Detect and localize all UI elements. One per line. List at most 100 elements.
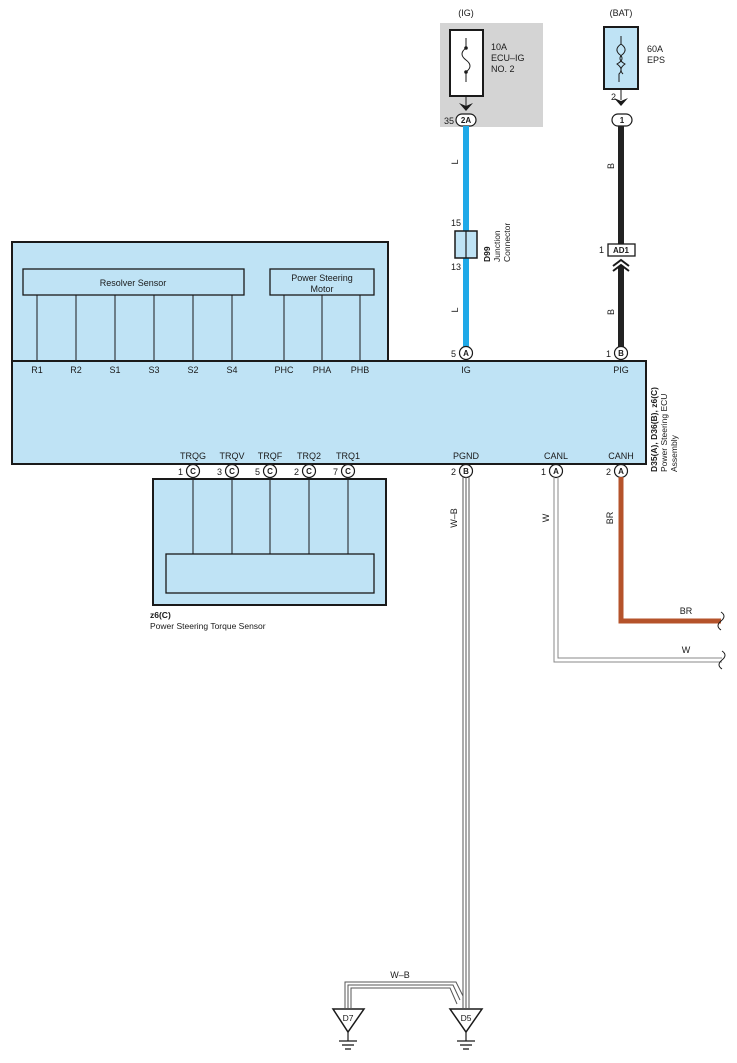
wire-br-break-icon <box>717 611 725 631</box>
pin-trq2-connector <box>301 463 317 479</box>
pin-pgnd-connector-label: B <box>463 467 469 476</box>
pin-trqg: TRQG <box>180 451 206 461</box>
pin-trqg-number: 1 <box>178 467 183 477</box>
pin-trq2-number: 2 <box>294 467 299 477</box>
junction-pin-top: 15 <box>451 218 461 228</box>
pin-pig: PIG <box>613 365 629 375</box>
ground-d7-label: D7 <box>343 1013 354 1023</box>
steering-motor-label-2: Motor <box>310 284 333 294</box>
pin-trqf-connector-label: C <box>267 467 273 476</box>
fuse-ig-source: (IG) <box>458 8 474 18</box>
ecu-internal-leads <box>36 295 361 362</box>
wire-label-w-out: W <box>682 645 691 655</box>
fuse-ig-name-1: ECU–IG <box>491 53 525 63</box>
fuse-bat-rating: 60A <box>647 44 663 54</box>
fuse-bat-name: EPS <box>647 55 665 65</box>
wire-label-w: W <box>541 513 551 522</box>
pin-trq1-connector-label: C <box>345 467 351 476</box>
fuse-ig-rating: 10A <box>491 42 507 52</box>
resolver-sensor-label: Resolver Sensor <box>100 278 167 288</box>
fuse-ig-block: (IG) 10A ECU–IG NO. 2 35 2A <box>440 8 543 127</box>
wire-label-l-upper: L <box>450 159 460 164</box>
pin-s1: S1 <box>109 365 120 375</box>
fuse-ig-symbol-icon <box>461 38 471 82</box>
pin-ig-connector <box>458 345 474 361</box>
pin-trqv: TRQV <box>219 451 244 461</box>
fuse-bat-pin: 2 <box>611 92 616 102</box>
pin-trqg-connector <box>185 463 201 479</box>
ecu-bottom-pins: TRQG TRQV TRQF TRQ2 TRQ1 PGND CANL CANH <box>180 451 634 461</box>
pin-s4: S4 <box>226 365 237 375</box>
pin-pha: PHA <box>313 365 332 375</box>
steering-motor-label-1: Power Steering <box>291 273 353 283</box>
pin-canl-connector <box>548 463 564 479</box>
pin-trq2-connector-label: C <box>306 467 312 476</box>
ecu-upper-section <box>11 241 389 363</box>
pin-pig-number: 1 <box>606 349 611 359</box>
ecu-title-1: Power Steering ECU <box>659 394 669 472</box>
torque-sensor-leads <box>192 478 349 554</box>
fuse-bat-block: (BAT) 60A EPS 2 1 <box>603 8 665 127</box>
ad1-arrow-icon <box>612 258 630 272</box>
pin-trq1-connector <box>340 463 356 479</box>
wire-wb-ground-link <box>344 981 464 1008</box>
torque-sensor-element <box>165 553 375 594</box>
pin-trqf: TRQF <box>258 451 283 461</box>
pin-canh-number: 2 <box>606 467 611 477</box>
connector-2a-label: 2A <box>461 116 471 125</box>
pin-trq2: TRQ2 <box>297 451 321 461</box>
pin-canh-connector-label: A <box>618 467 624 476</box>
pin-pgnd: PGND <box>453 451 480 461</box>
fuse-bat-connector-arrow-icon <box>614 98 628 106</box>
resolver-sensor-box <box>22 268 245 296</box>
ground-d5: D5 <box>448 1008 484 1050</box>
wire-wb-pgnd <box>462 477 470 1008</box>
ecu-top-pins: R1 R2 S1 S3 S2 S4 PHC PHA PHB IG PIG <box>31 365 629 375</box>
wire-label-b-upper: B <box>606 163 616 169</box>
fuse-ig-pin: 35 <box>444 116 454 126</box>
fuse-bat-source: (BAT) <box>610 8 633 18</box>
fuse-ig-connector-arrow-icon <box>459 103 473 111</box>
pin-trqv-connector-label: C <box>229 467 235 476</box>
ground-d7: D7 <box>331 1008 366 1050</box>
pin-phc: PHC <box>274 365 294 375</box>
pin-ig-connector-label: A <box>463 349 469 358</box>
pin-pig-connector <box>613 345 629 361</box>
ground-d5-triangle-icon <box>448 1008 484 1034</box>
pin-ig-number: 5 <box>451 349 456 359</box>
torque-sensor-id: z6(C) <box>150 610 171 620</box>
pin-trqf-connector <box>262 463 278 479</box>
pin-trq1-number: 7 <box>333 467 338 477</box>
junction-name-2: Connector <box>502 223 512 262</box>
pin-trqg-connector-label: C <box>190 467 196 476</box>
wire-br-canh <box>618 477 721 624</box>
ecu-main-body <box>11 360 647 465</box>
junction-name-1: Junction <box>492 230 502 262</box>
ad1-pin: 1 <box>599 245 604 255</box>
wire-label-l-lower: L <box>450 307 460 312</box>
pin-trqv-connector <box>224 463 240 479</box>
pin-r1: R1 <box>31 365 43 375</box>
pin-canl-connector-label: A <box>553 467 559 476</box>
pin-canl-number: 1 <box>541 467 546 477</box>
pin-phb: PHB <box>351 365 370 375</box>
wire-label-wb: W–B <box>449 508 459 528</box>
junction-pin-bottom: 13 <box>451 262 461 272</box>
wire-label-br: BR <box>605 511 615 524</box>
pin-trqv-number: 3 <box>217 467 222 477</box>
pin-s3: S3 <box>148 365 159 375</box>
junction-connector-d99: 15 13 D99 Junction Connector <box>451 218 512 272</box>
pin-pig-connector-label: B <box>618 349 624 358</box>
fuse-ig-name-2: NO. 2 <box>491 64 515 74</box>
pin-canl: CANL <box>544 451 568 461</box>
pin-r2: R2 <box>70 365 82 375</box>
torque-sensor-name: Power Steering Torque Sensor <box>150 621 266 631</box>
wire-w-break-icon <box>718 650 726 670</box>
pin-trqf-number: 5 <box>255 467 260 477</box>
ecu-bottom-connectors: 1 C 3 C 5 C 2 C 7 C 2 B 1 A 2 A <box>178 463 629 479</box>
connector-ad1: 1 AD1 <box>599 243 636 272</box>
wire-label-br-out: BR <box>680 606 693 616</box>
wire-w-canl-a <box>553 477 722 663</box>
pin-s2: S2 <box>187 365 198 375</box>
